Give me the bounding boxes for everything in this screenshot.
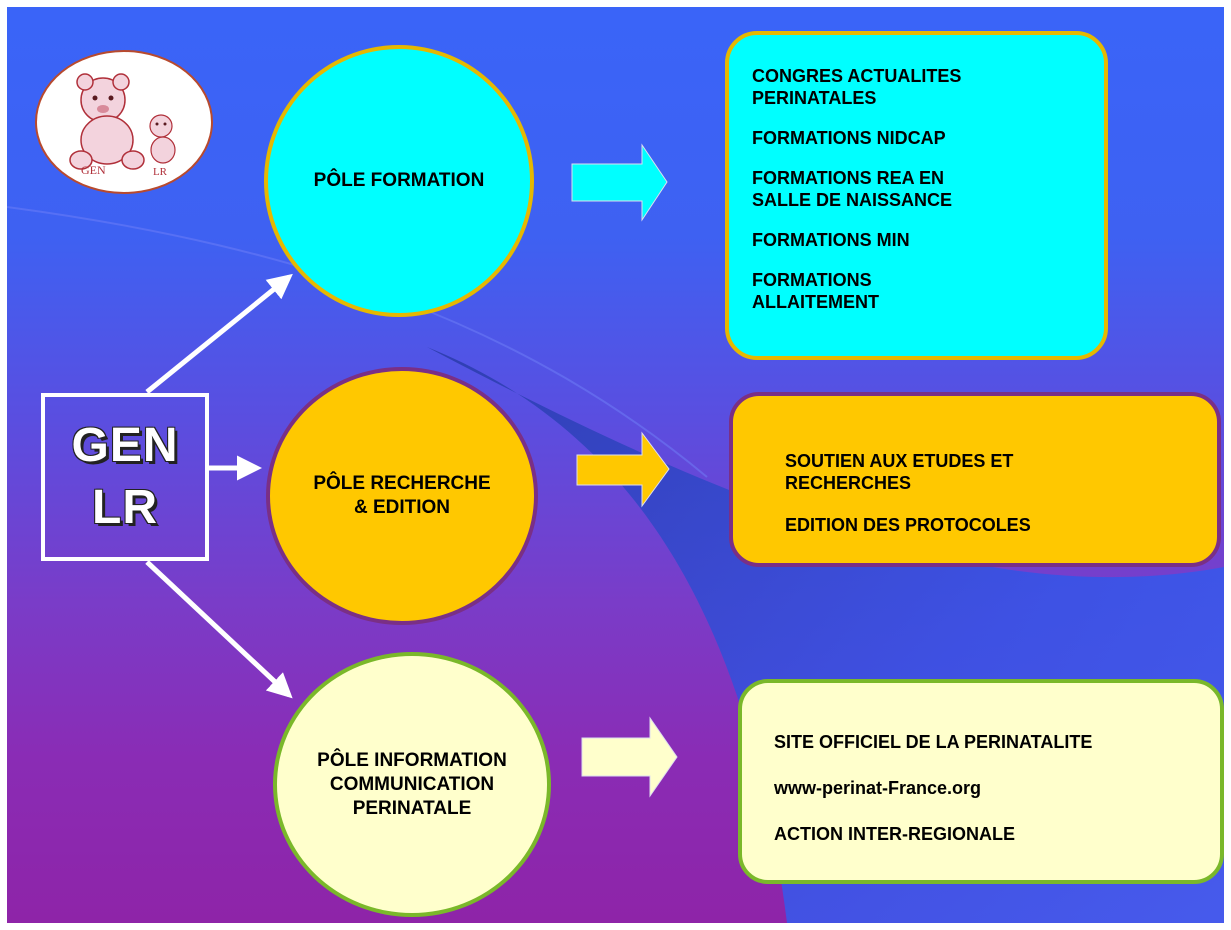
logo-right-text: LR [152,166,167,178]
information-item: www-perinat-France.org [774,778,982,798]
formation-item: FORMATIONS REA EN SALLE DE NAISSANCE [752,168,953,210]
pole-information-circle: PÔLE INFORMATION COMMUNICATION PERINATAL… [273,652,551,917]
pole-recherche-label: PÔLE RECHERCHE & EDITION [313,473,491,518]
block-arrow-recherche [576,431,670,508]
connector-arrows [145,143,678,798]
information-item: ACTION INTER-REGIONALE [774,824,1015,844]
recherche-details-box: SOUTIEN AUX ETUDES ET RECHERCHES EDITION… [729,392,1221,567]
pole-information-label: PÔLE INFORMATION COMMUNICATION PERINATAL… [317,749,507,819]
gen-lr-box: GEN LR [41,393,209,561]
logo-left-text: GEN [81,163,106,177]
formation-item: CONGRES ACTUALITES PERINATALES [752,66,962,108]
recherche-item: EDITION DES PROTOCOLES [785,515,1031,535]
information-details-box: SITE OFFICIEL DE LA PERINATALITE www-per… [738,679,1224,884]
recherche-item: SOUTIEN AUX ETUDES ET RECHERCHES [785,451,1014,493]
block-arrow-formation [571,143,668,222]
logo-teddy-bear: GEN LR [35,50,213,194]
lr-text: LR [92,481,158,534]
arrow-to-information [145,560,293,699]
information-item: SITE OFFICIEL DE LA PERINATALITE [774,732,1093,752]
pole-recherche-circle: PÔLE RECHERCHE & EDITION [266,367,538,625]
formation-details-box: CONGRES ACTUALITES PERINATALES FORMATION… [725,31,1108,360]
block-arrow-information [581,716,678,798]
formation-item: FORMATIONS NIDCAP [752,128,946,148]
pole-formation-label: PÔLE FORMATION [313,170,485,191]
arrow-to-formation [145,273,293,394]
formation-item: FORMATIONS MIN [752,230,910,250]
pole-formation-circle: PÔLE FORMATION [264,45,534,317]
slide: GEN LR GEN LR PÔLE FORMATION PÔLE RECHER… [7,7,1224,923]
teddy-bear-icon [69,73,176,170]
formation-item: FORMATIONS ALLAITEMENT [752,270,879,312]
gen-text: GEN [71,419,179,472]
